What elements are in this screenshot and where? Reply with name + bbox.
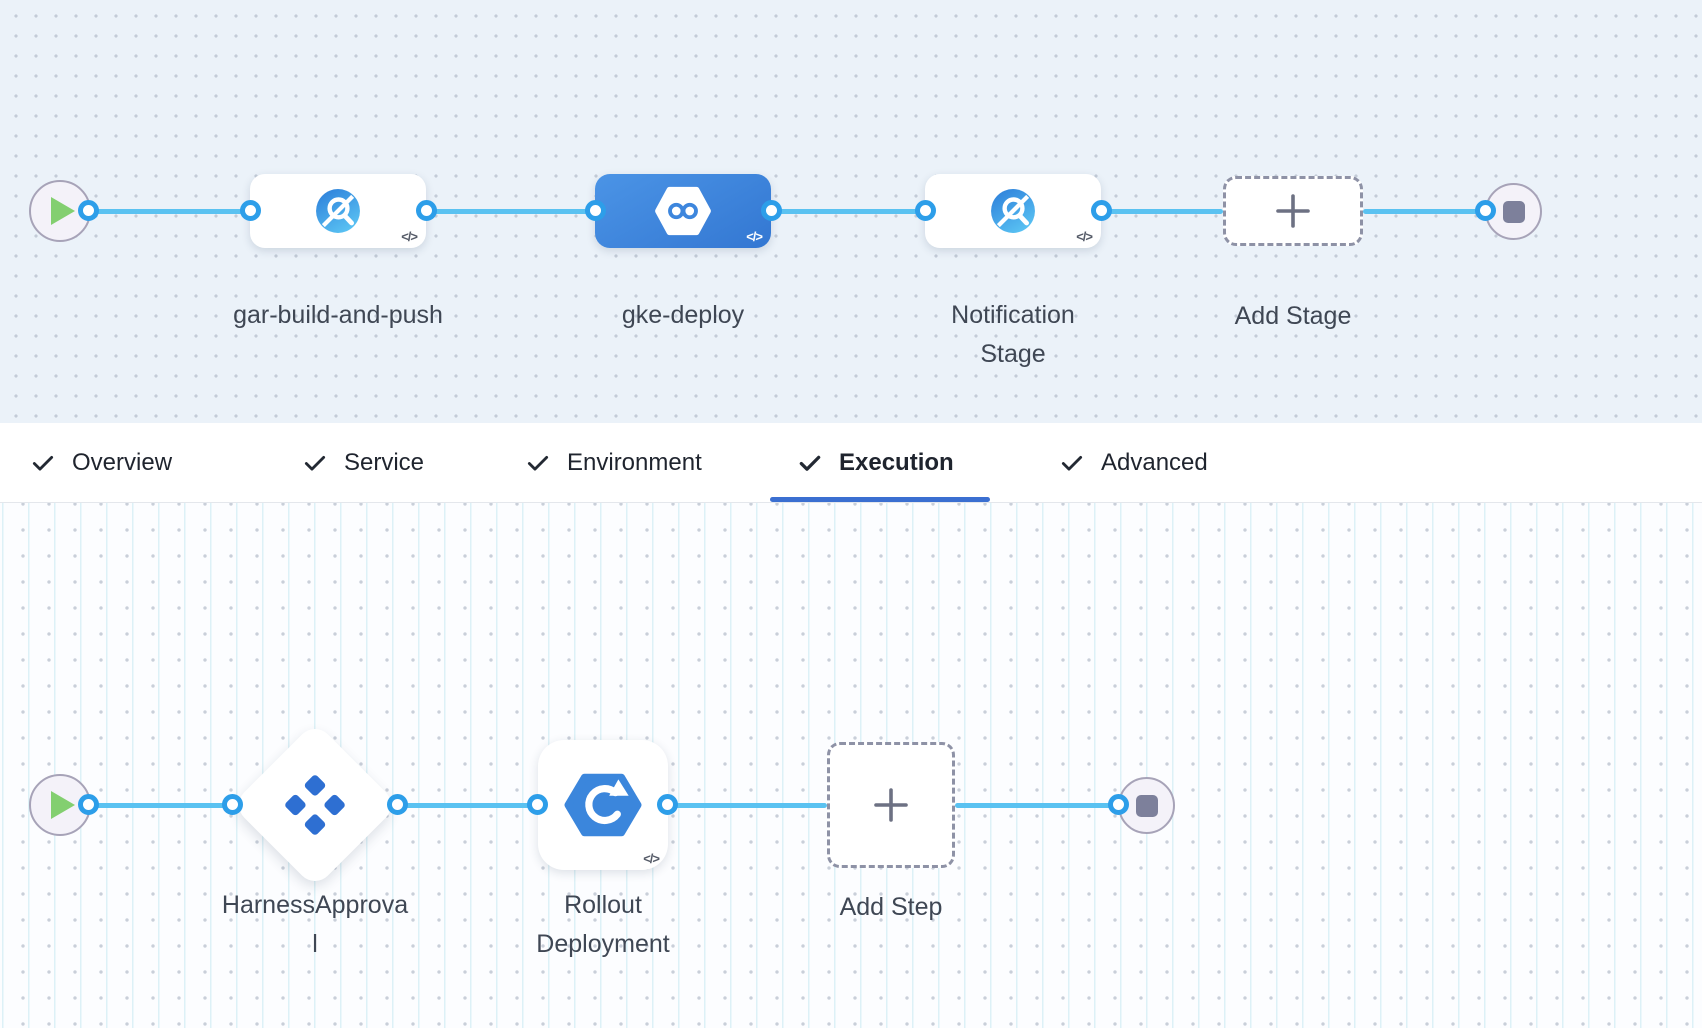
- step-node-rollout-deployment[interactable]: </>: [538, 740, 668, 870]
- tab-label: Environment: [567, 448, 702, 476]
- step-node-harness-approval[interactable]: [231, 721, 399, 889]
- step-label: Rollout Deployment: [536, 891, 670, 958]
- stop-icon: [1502, 200, 1525, 223]
- check-icon: [1061, 455, 1083, 471]
- add-step-button[interactable]: [827, 742, 955, 868]
- active-tab-underline: [770, 497, 990, 502]
- add-step-label: Add Step: [839, 893, 943, 921]
- connector-port: [78, 200, 99, 221]
- connector-port: [761, 200, 782, 221]
- yaml-code-tag: </>: [401, 229, 418, 244]
- stage-label: Notification Stage: [951, 301, 1075, 368]
- connector-port: [585, 200, 606, 221]
- tab-execution[interactable]: Execution: [797, 423, 954, 502]
- add-stage-label: Add Stage: [1234, 302, 1352, 330]
- tab-label: Overview: [72, 448, 173, 476]
- connector-port: [527, 794, 548, 815]
- tab-overview[interactable]: Overview: [30, 423, 172, 502]
- play-icon: [51, 791, 75, 819]
- connector-line: [426, 209, 595, 214]
- connector-port: [1108, 794, 1129, 815]
- yaml-code-tag: </>: [643, 851, 660, 866]
- check-icon: [304, 455, 326, 471]
- tab-service[interactable]: Service: [302, 423, 424, 502]
- check-icon: [799, 455, 821, 471]
- gke-rollout-icon: [564, 773, 642, 837]
- connector-port: [387, 794, 408, 815]
- connector-line: [88, 803, 233, 808]
- check-icon: [32, 455, 54, 471]
- cd-hexagon-infinity-icon: [655, 186, 711, 236]
- artifact-registry-icon: [316, 189, 360, 233]
- connector-line: [955, 803, 1118, 808]
- stop-icon: [1135, 794, 1158, 817]
- plus-icon: [1276, 194, 1310, 228]
- yaml-code-tag: </>: [1076, 229, 1093, 244]
- plus-icon: [874, 788, 908, 822]
- connector-line: [1363, 209, 1485, 214]
- tab-environment[interactable]: Environment: [525, 423, 702, 502]
- play-icon: [51, 197, 75, 225]
- step-label: HarnessApproval: [221, 891, 409, 958]
- stage-label: gar-build-and-push: [233, 301, 443, 329]
- stage-card-gar-build-and-push[interactable]: </>: [250, 174, 426, 248]
- execution-canvas: </> HarnessApproval Rollout Deployment A…: [0, 503, 1702, 1028]
- stage-label: gke-deploy: [621, 301, 745, 329]
- tab-label: Execution: [839, 448, 954, 476]
- connector-line: [668, 803, 827, 808]
- stage-card-notification-stage[interactable]: </>: [925, 174, 1101, 248]
- stage-canvas: </> </> </> gar-b: [0, 0, 1702, 423]
- connector-port: [78, 794, 99, 815]
- connector-port: [1475, 200, 1496, 221]
- stage-card-gke-deploy[interactable]: </>: [595, 174, 771, 248]
- add-stage-button[interactable]: [1223, 176, 1363, 246]
- connector-line: [398, 803, 538, 808]
- connector-line: [771, 209, 925, 214]
- connector-port: [915, 200, 936, 221]
- connector-port: [222, 794, 243, 815]
- connector-port: [657, 794, 678, 815]
- connector-line: [88, 209, 250, 214]
- connector-line: [1101, 209, 1223, 214]
- connector-port: [416, 200, 437, 221]
- approval-diamond-icon: [285, 775, 345, 835]
- tab-label: Advanced: [1101, 448, 1208, 476]
- check-icon: [527, 455, 549, 471]
- tab-label: Service: [344, 448, 425, 476]
- yaml-code-tag: </>: [746, 229, 763, 244]
- artifact-registry-icon: [991, 189, 1035, 233]
- connector-port: [1091, 200, 1112, 221]
- stage-config-tabbar: Overview Service Environment Execution A…: [0, 423, 1702, 503]
- tab-advanced[interactable]: Advanced: [1059, 423, 1208, 502]
- connector-port: [240, 200, 261, 221]
